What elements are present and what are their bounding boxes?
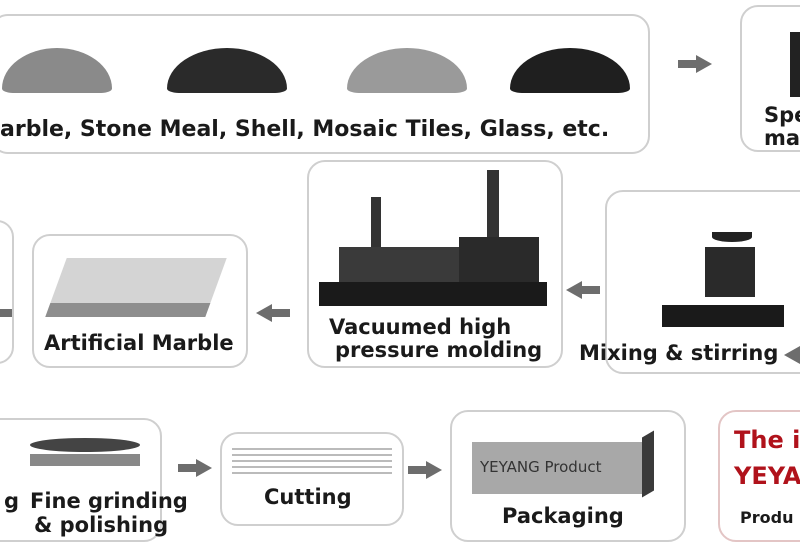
packaging-label: Packaging <box>502 504 624 528</box>
press-rod-image <box>371 197 381 247</box>
press-mold-image <box>339 247 459 282</box>
product-box-image: YEYANG Product <box>472 442 642 494</box>
raw-materials-label: arble, Stone Meal, Shell, Mosaic Tiles, … <box>0 117 610 142</box>
arrow-left-icon <box>256 304 290 322</box>
intro-title-2: YEYA <box>734 462 800 490</box>
molding-label-1: Vacuumed high <box>329 315 512 339</box>
cutting-box: Cutting <box>220 432 404 526</box>
artificial-marble-box: Artificial Marble <box>32 234 248 368</box>
molding-label-2: pressure molding <box>335 338 543 362</box>
mixing-label: Mixing & stirring <box>579 341 779 365</box>
cut-slabs-image <box>232 444 392 474</box>
product-box-text: YEYANG Product <box>480 458 602 476</box>
arrow-right-icon <box>178 459 212 477</box>
arrow-left-icon <box>566 281 600 299</box>
arrow-right-icon <box>678 55 712 73</box>
intro-title-1: The i <box>734 426 800 454</box>
mixer-drum-image <box>705 247 755 297</box>
raw-materials-box: arble, Stone Meal, Shell, Mosaic Tiles, … <box>0 14 650 154</box>
mixing-box: Mixing & stirring <box>579 190 800 374</box>
special-label-2: ma <box>764 126 800 150</box>
cutting-label: Cutting <box>264 485 352 509</box>
grinding-disc-image <box>30 438 140 452</box>
partial-box <box>0 220 14 364</box>
mixer-base-image <box>662 305 784 327</box>
arrow-right-icon <box>408 461 442 479</box>
special-materials-box: Spe ma <box>740 5 800 152</box>
arrow-left-icon <box>0 306 14 320</box>
grinding-label-2: & polishing <box>34 513 169 537</box>
grinding-slab-image <box>30 454 140 466</box>
press-head-image <box>459 237 539 282</box>
molding-box: Vacuumed high pressure molding <box>307 160 563 368</box>
special-label-1: Spe <box>764 103 800 127</box>
mixer-lid-image <box>712 232 752 242</box>
marble-pile-image <box>2 48 112 93</box>
intro-box: The i YEYA Produ <box>718 410 800 542</box>
grinding-label-1: Fine grinding <box>30 489 188 513</box>
press-base-image <box>319 282 547 306</box>
mosaic-pile-image <box>347 48 467 93</box>
marble-slab-image <box>45 258 227 317</box>
packaging-box: YEYANG Product Packaging <box>450 410 686 542</box>
material-image <box>790 32 800 97</box>
stone-meal-pile-image <box>167 48 287 93</box>
grinding-box: g Fine grinding & polishing <box>0 418 188 542</box>
product-box-side-image <box>642 430 654 498</box>
press-rod-image <box>487 170 499 237</box>
artificial-marble-label: Artificial Marble <box>44 331 234 355</box>
grinding-partial-label: g <box>4 489 20 513</box>
glass-pile-image <box>510 48 630 93</box>
intro-subtitle: Produ <box>740 508 794 527</box>
arrow-left-icon <box>784 346 800 364</box>
